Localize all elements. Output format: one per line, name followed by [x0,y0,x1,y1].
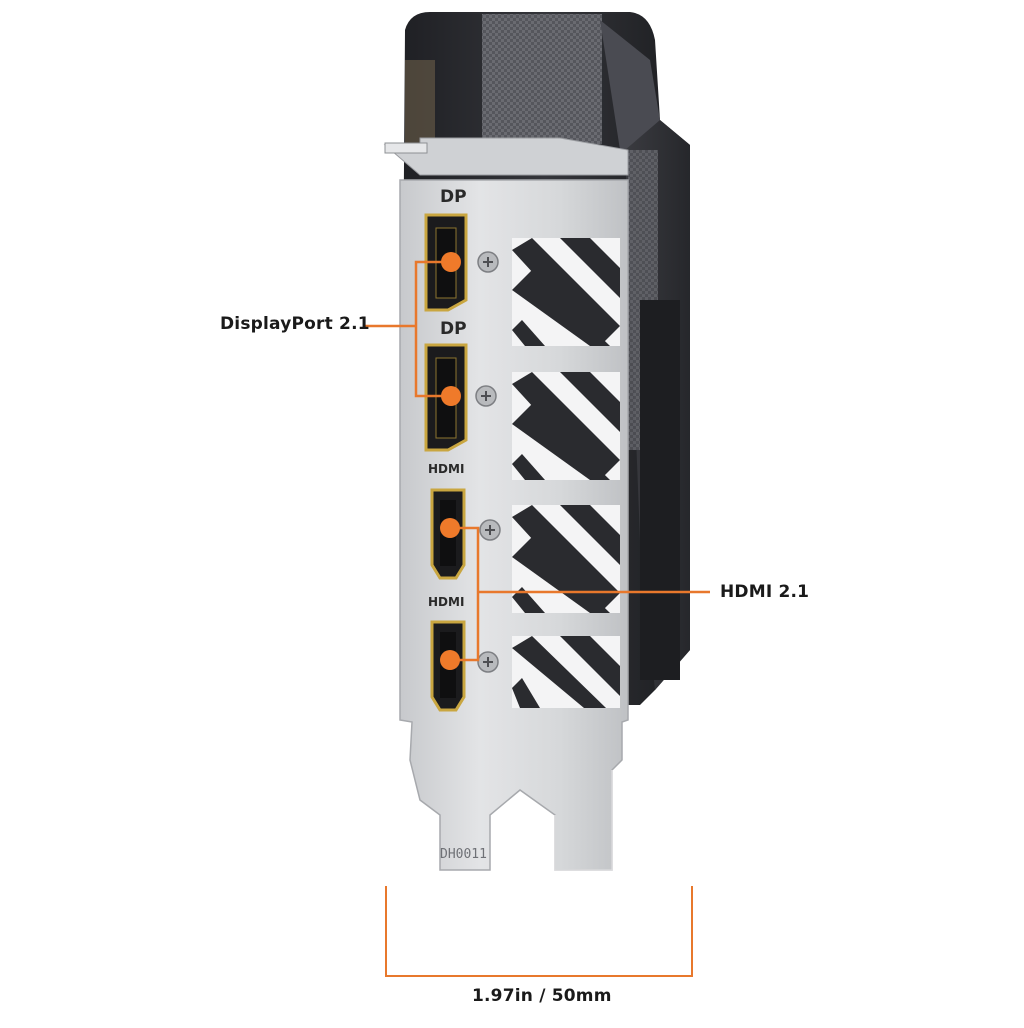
hdmi-marker-bottom [440,650,460,670]
hdmi-version-label: HDMI 2.1 [720,582,810,602]
bracket-vents [512,238,620,708]
bracket-screws [475,251,501,673]
screw-icon [477,251,499,273]
dp-port-label-bottom: DP [440,319,467,339]
hdmi-callout [450,526,710,662]
hdmi-marker-top [440,518,460,538]
displayport-version-label: DisplayPort 2.1 [220,314,370,334]
displayport-callout [365,260,449,398]
screw-icon [477,651,499,673]
hdmi-port-label-top: HDMI [428,462,464,476]
hdmi-port-label-bottom: HDMI [428,595,464,609]
bracket-code-label: DH0011 [440,847,487,862]
bracket-top-tab [383,137,629,176]
screw-icon [479,519,501,541]
width-dimension-line [385,886,693,977]
displayport-marker-bottom [441,386,461,406]
bracket-width-label: 1.97in / 50mm [472,986,612,1006]
screw-icon [475,385,497,407]
dp-port-label-top: DP [440,187,467,207]
displayport-marker-top [441,252,461,272]
